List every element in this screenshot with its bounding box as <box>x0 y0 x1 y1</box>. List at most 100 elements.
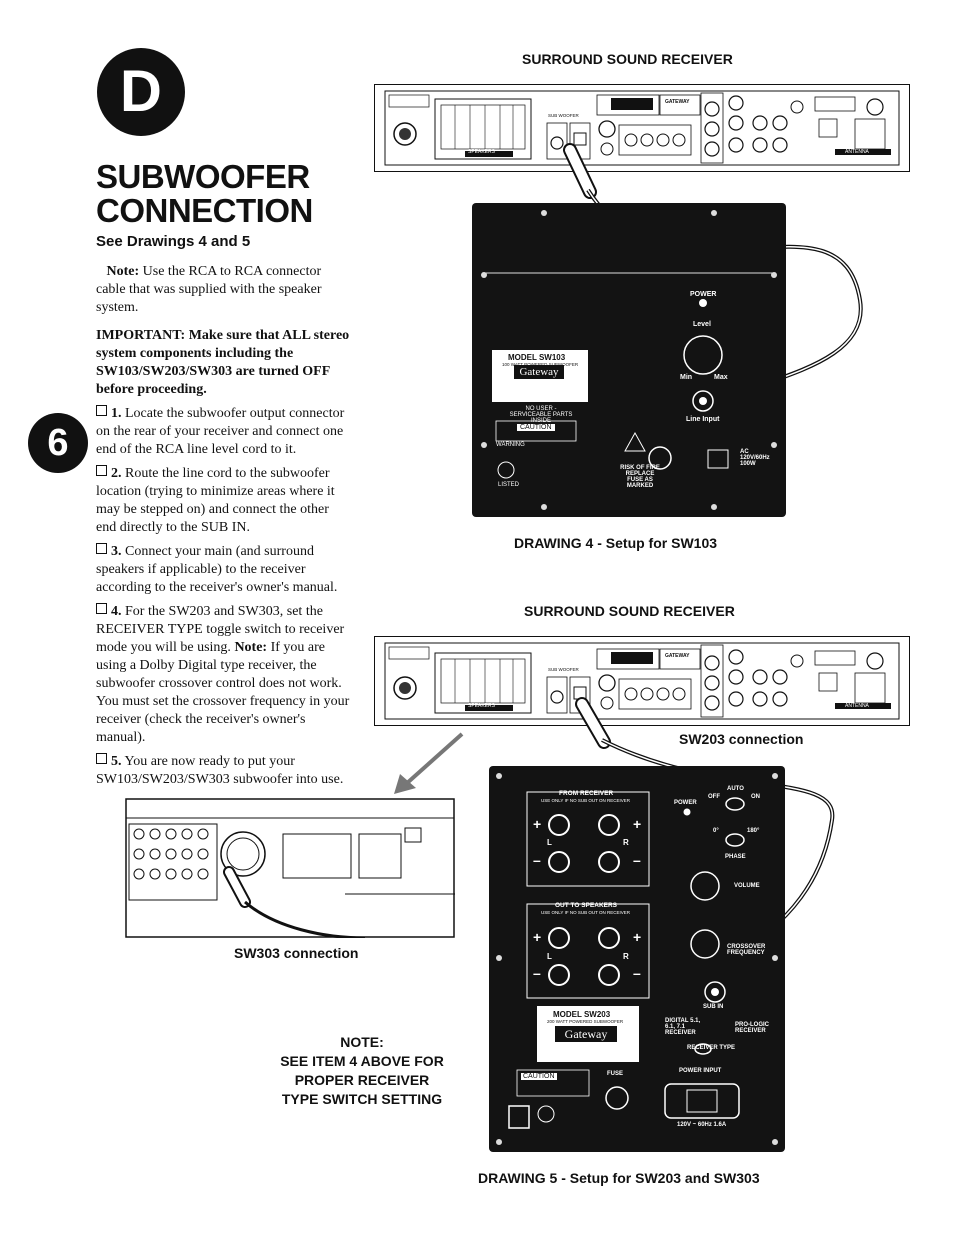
sw203-caution: CAUTION <box>521 1073 557 1080</box>
sw103-line-input-label: Line Input <box>686 416 720 423</box>
sw203-sub-in-label: SUB IN <box>703 1004 724 1010</box>
sw103-ac-rating: AC 120V/60Hz 100W <box>740 449 770 467</box>
sw203-zero-deg: 0° <box>713 828 719 834</box>
sw203-volume-label: VOLUME <box>734 883 760 889</box>
sw203-off-label: OFF <box>708 794 720 800</box>
step-4-num: 4. <box>111 604 122 619</box>
sw103-model: MODEL SW103 <box>508 353 566 362</box>
step-5: 5. You are now ready to put your SW103/S… <box>96 753 352 789</box>
step-3-num: 3. <box>111 544 122 559</box>
sw203-out-plus-left: + <box>533 929 542 945</box>
sw103-power-label: POWER <box>690 291 717 298</box>
receiver-2-antenna-label: ANTENNA <box>845 703 869 709</box>
sw103-rear-panel: POWER Level Min Max Line Input MODEL SW1… <box>472 203 786 517</box>
sw103-listed: LISTED <box>498 482 520 488</box>
sw203-model: MODEL SW203 <box>553 1010 611 1019</box>
sw203-power-label: POWER <box>674 800 697 806</box>
sw203-from-minus-left: – <box>533 852 541 868</box>
sw103-no-user-label: NO USER - SERVICEABLE PARTS INSIDE <box>509 406 573 424</box>
note-block-line-3: PROPER RECEIVER <box>294 1072 430 1088</box>
sw103-warning: WARNING <box>496 442 525 448</box>
arrow-to-sw303-icon <box>394 732 464 794</box>
checkbox-4[interactable] <box>96 603 107 614</box>
sw203-rear-panel: FROM RECEIVER USE ONLY IF NO SUB OUT ON … <box>489 766 785 1152</box>
drawing5-heading: SURROUND SOUND RECEIVER <box>524 603 735 619</box>
sw203-out-to-speakers: OUT TO SPEAKERS <box>555 902 618 909</box>
sw203-out-left-label: L <box>547 952 552 961</box>
note-label: Note: <box>106 264 140 279</box>
receiver-1-drawing <box>384 90 900 166</box>
sw103-caution: CAUTION <box>517 424 555 431</box>
important-text: IMPORTANT: Make sure that ALL stereo sys… <box>96 328 350 397</box>
checkbox-3[interactable] <box>96 543 107 554</box>
page-subtitle: See Drawings 4 and 5 <box>96 233 251 250</box>
sw203-out-sub-note: USE ONLY IF NO SUB OUT ON RECEIVER <box>541 910 631 915</box>
note-paragraph: Note: Use the RCA to RCA connector cable… <box>96 263 352 317</box>
page-title: SUBWOOFER CONNECTION <box>96 160 313 228</box>
sw303-connection-label: SW303 connection <box>234 945 359 961</box>
step-2-num: 2. <box>111 466 122 481</box>
sw203-from-sub-note: USE ONLY IF NO SUB OUT ON RECEIVER <box>541 798 631 803</box>
sw203-out-plus-right: + <box>633 929 642 945</box>
sw203-out-minus-right: – <box>633 965 641 981</box>
sw303-graphics <box>125 798 455 938</box>
sw103-level-label: Level <box>693 321 711 328</box>
step-3: 3. Connect your main (and surround speak… <box>96 543 352 597</box>
note-block-line-2: SEE ITEM 4 ABOVE FOR <box>280 1053 444 1069</box>
sw203-fuse-label: FUSE <box>607 1071 624 1077</box>
step-4-note-label: Note: <box>234 640 268 655</box>
receiver-1-subwoofer-label: SUB WOOFER <box>548 113 579 118</box>
sw103-min-label: Min <box>680 374 693 381</box>
sw203-model-sub: 200 WATT POWERED SUBWOOFER <box>547 1019 624 1024</box>
sw203-rating-label: 120V ~ 60Hz 1.6A <box>677 1122 727 1128</box>
step-4-text-b: If you are using a Dolby Digital type re… <box>96 640 350 745</box>
step-1-text: Locate the subwoofer output connector on… <box>96 406 345 457</box>
sw203-on-label: ON <box>751 794 760 800</box>
sw203-from-receiver: FROM RECEIVER <box>559 790 614 797</box>
sw203-power-input-label: POWER INPUT <box>679 1068 722 1074</box>
receiver-1-brand: GATEWAY <box>665 99 690 105</box>
receiver-1-antenna-label: ANTENNA <box>845 149 869 155</box>
sw103-model-sub: 100 WATT POWERED SUBWOOFER <box>502 362 578 367</box>
step-1-num: 1. <box>111 406 122 421</box>
checkbox-5[interactable] <box>96 753 107 764</box>
sw203-prologic-label: PRO-LOGIC RECEIVER <box>735 1022 769 1034</box>
receiver-2-speakers-label: SPEAKERS <box>468 703 495 709</box>
receiver-2-drawing <box>384 642 900 720</box>
receiver-2-subwoofer-label: SUB WOOFER <box>548 667 579 672</box>
step-2: 2. Route the line cord to the subwoofer … <box>96 465 352 537</box>
step-5-num: 5. <box>111 754 122 769</box>
sw203-from-minus-right: – <box>633 852 641 868</box>
step-2-text: Route the line cord to the subwoofer loc… <box>96 466 335 535</box>
sw203-out-minus-left: – <box>533 965 541 981</box>
sw103-brand-logo: Gateway <box>514 365 564 379</box>
step-5-text: You are now ready to put your SW103/SW20… <box>96 754 344 787</box>
sw103-max-label: Max <box>714 374 728 381</box>
drawing4-caption: DRAWING 4 - Setup for SW103 <box>514 535 718 551</box>
sw203-brand-logo: Gateway <box>555 1026 617 1042</box>
note-block-line-1: NOTE: <box>340 1034 384 1050</box>
sw203-from-left-label: L <box>547 838 552 847</box>
sw203-from-plus-right: + <box>633 816 642 832</box>
receiver-rear-panel-1: SPEAKERS GATEWAY ANTENNA SUB WOOFER <box>374 84 910 172</box>
sw203-from-right-label: R <box>623 838 629 847</box>
page-tab-badge: 6 <box>28 413 88 473</box>
sw203-digital-label: DIGITAL 5.1, 6.1, 7.1 RECEIVER <box>665 1018 701 1036</box>
section-badge: D <box>97 48 185 136</box>
sw203-180-deg: 180° <box>747 828 760 834</box>
sw303-receiver-drawing <box>125 798 455 938</box>
important-paragraph: IMPORTANT: Make sure that ALL stereo sys… <box>96 327 352 399</box>
switch-setting-note: NOTE: SEE ITEM 4 ABOVE FOR PROPER RECEIV… <box>262 1033 462 1109</box>
checkbox-1[interactable] <box>96 405 107 416</box>
step-4-text-a: For the SW203 and SW303, set the RECEIVE… <box>96 604 345 655</box>
sw103-fuse-note: RISK OF FIRE REPLACE FUSE AS MARKED <box>620 465 660 489</box>
sw203-out-right-label: R <box>623 952 629 961</box>
title-line-1: SUBWOOFER <box>96 158 310 195</box>
sw203-auto-label: AUTO <box>727 786 744 792</box>
checkbox-2[interactable] <box>96 465 107 476</box>
sw203-connection-label: SW203 connection <box>679 731 804 747</box>
note-block-line-4: TYPE SWITCH SETTING <box>281 1091 443 1107</box>
note-text: Use the RCA to RCA connector cable that … <box>96 264 322 315</box>
sw203-receiver-type-label: RECEIVER TYPE <box>687 1045 736 1051</box>
sw203-crossover-label: CROSSOVER FREQUENCY <box>727 944 766 956</box>
